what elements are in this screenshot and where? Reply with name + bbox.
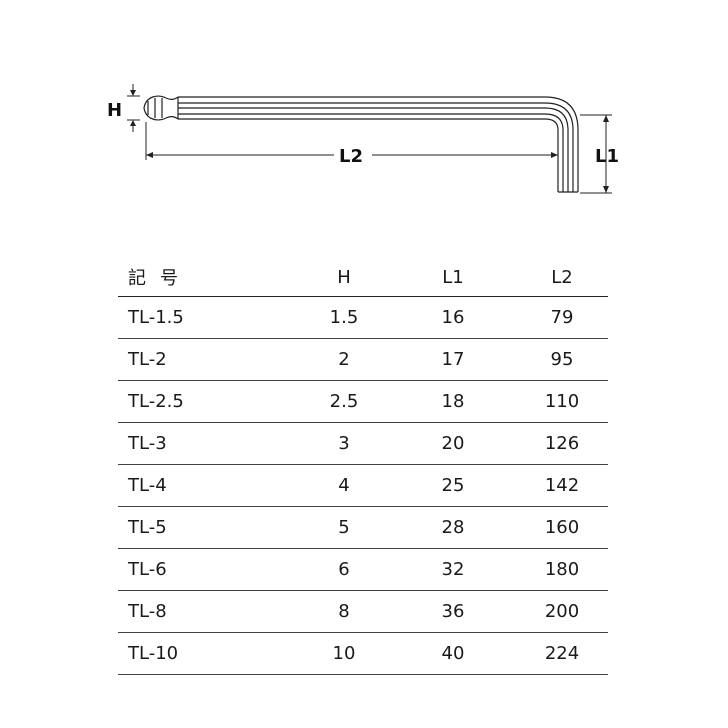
cell-l2: 224 — [516, 632, 608, 675]
table-row: TL-10 10 40 224 — [118, 632, 608, 675]
cell-model: TL-8 — [118, 590, 298, 633]
cell-h: 2.5 — [298, 380, 390, 423]
table-row: TL-2 2 17 95 — [118, 338, 608, 381]
cell-h: 4 — [298, 464, 390, 507]
cell-l2: 200 — [516, 590, 608, 633]
cell-h: 8 — [298, 590, 390, 633]
l2-dimension — [145, 122, 558, 160]
cell-l2: 79 — [516, 296, 608, 339]
l1-dimension — [580, 114, 612, 194]
table-header-row: 記号 H L1 L2 — [118, 258, 608, 297]
cell-l2: 95 — [516, 338, 608, 381]
cell-model: TL-4 — [118, 464, 298, 507]
cell-l1: 16 — [390, 296, 516, 339]
cell-l2: 142 — [516, 464, 608, 507]
l1-label: L1 — [595, 146, 619, 167]
cell-l1: 36 — [390, 590, 516, 633]
header-h: H — [298, 258, 390, 297]
cell-model: TL-2.5 — [118, 380, 298, 423]
table-row: TL-2.5 2.5 18 110 — [118, 380, 608, 423]
cell-model: TL-3 — [118, 422, 298, 465]
cell-l2: 160 — [516, 506, 608, 549]
cell-l2: 180 — [516, 548, 608, 591]
table-row: TL-4 4 25 142 — [118, 464, 608, 507]
cell-l1: 20 — [390, 422, 516, 465]
cell-model: TL-10 — [118, 632, 298, 675]
cell-l1: 32 — [390, 548, 516, 591]
l2-label: L2 — [339, 146, 363, 167]
cell-l2: 126 — [516, 422, 608, 465]
hex-key-diagram: H L2 L1 — [107, 84, 619, 194]
table-row: TL-3 3 20 126 — [118, 422, 608, 465]
cell-h: 1.5 — [298, 296, 390, 339]
table-row: TL-8 8 36 200 — [118, 590, 608, 633]
table-row: TL-1.5 1.5 16 79 — [118, 296, 608, 339]
cell-h: 6 — [298, 548, 390, 591]
cell-model: TL-1.5 — [118, 296, 298, 339]
cell-l1: 25 — [390, 464, 516, 507]
h-label: H — [107, 100, 122, 121]
cell-model: TL-2 — [118, 338, 298, 381]
header-l2: L2 — [516, 258, 608, 297]
cell-h: 2 — [298, 338, 390, 381]
cell-model: TL-6 — [118, 548, 298, 591]
cell-model: TL-5 — [118, 506, 298, 549]
cell-h: 3 — [298, 422, 390, 465]
cell-h: 10 — [298, 632, 390, 675]
header-l1: L1 — [390, 258, 516, 297]
cell-l2: 110 — [516, 380, 608, 423]
hex-key-outline — [143, 95, 579, 193]
cell-l1: 17 — [390, 338, 516, 381]
header-model: 記号 — [118, 258, 298, 297]
cell-l1: 28 — [390, 506, 516, 549]
cell-h: 5 — [298, 506, 390, 549]
h-dimension — [127, 84, 140, 132]
spec-table: 記号 H L1 L2 TL-1.5 1.5 16 79 TL-2 2 17 95… — [118, 258, 608, 675]
table-row: TL-5 5 28 160 — [118, 506, 608, 549]
table-row: TL-6 6 32 180 — [118, 548, 608, 591]
cell-l1: 18 — [390, 380, 516, 423]
cell-l1: 40 — [390, 632, 516, 675]
